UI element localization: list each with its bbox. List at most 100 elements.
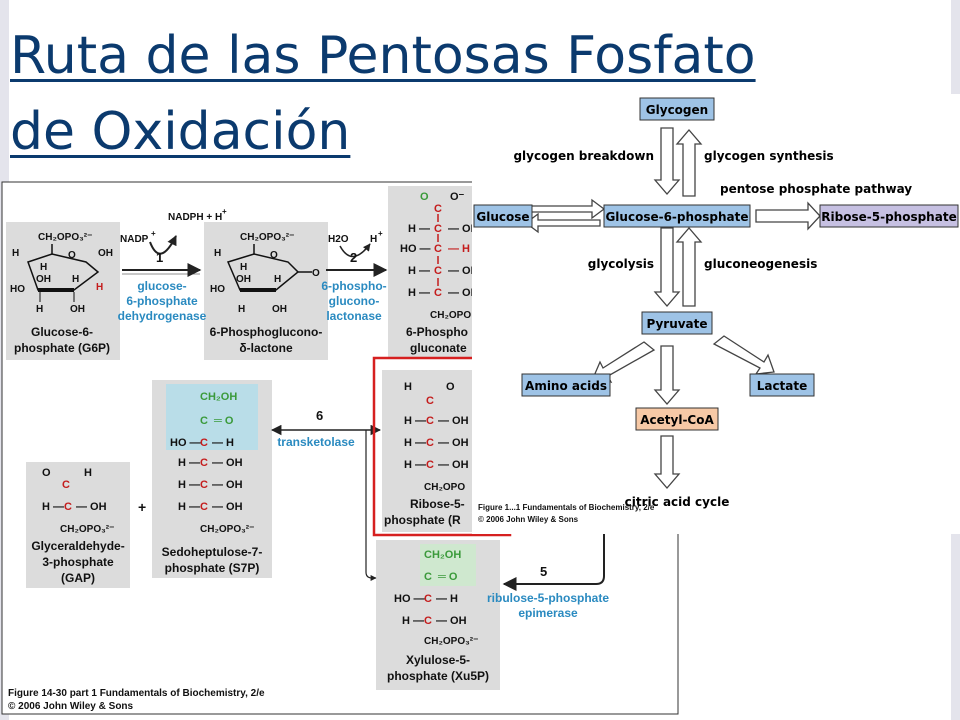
g6p-ring-structure: CH₂OPO₃²⁻ O H H OH OH H HO H H OH [10, 232, 113, 315]
step2-enzyme-2: glucono- [329, 294, 380, 308]
label-pentose-phosphate-pathway: pentose phosphate pathway [720, 182, 912, 196]
svg-text:O: O [270, 250, 278, 261]
svg-text:C: C [426, 437, 434, 449]
pgl-ring-structure: CH₂OPO₃²⁻ O O H H OH H HO H OH [210, 232, 320, 315]
node-acetyl-label: Acetyl-CoA [640, 413, 714, 427]
node-amino-box [521, 373, 611, 397]
svg-text:H: H [36, 304, 43, 315]
svg-text:CH₂OPO: CH₂OPO [430, 310, 471, 321]
step6-enzyme: transketolase [277, 435, 355, 449]
svg-text:O: O [420, 191, 429, 203]
svg-text:═ O: ═ O [213, 415, 234, 427]
svg-text:— OH: — OH [212, 501, 243, 513]
gap-chain-structure: O H C H — C — OH CH₂OPO₃²⁻ [42, 467, 114, 535]
svg-text:OH: OH [98, 248, 113, 259]
r5p-xu5p-connector [365, 430, 377, 581]
s7p-chain-structure: CH₂OH C ═ O HO — C — H H — C — OH H — C … [170, 391, 254, 535]
r5p-name-1: Ribose-5- [410, 497, 465, 511]
svg-text:HO —: HO — [400, 243, 431, 255]
svg-text:HO —: HO — [170, 437, 201, 449]
svg-text:C: C [424, 615, 432, 627]
svg-text:C: C [424, 571, 432, 583]
svg-text:C: C [64, 501, 72, 513]
s7p-name-2: phosphate (S7P) [165, 561, 260, 575]
svg-text:H: H [274, 274, 281, 285]
hollow-arrows [524, 127, 821, 489]
pgl-name-2: δ-lactone [239, 341, 293, 355]
superscript-charge: + [378, 229, 383, 238]
step5-arrow [502, 534, 605, 591]
svg-text:C: C [200, 501, 208, 513]
svg-text:CH₂OPO₃²⁻: CH₂OPO₃²⁻ [200, 524, 254, 535]
gap-name-3: (GAP) [61, 571, 95, 585]
step2-enzyme-3: lactonase [326, 309, 382, 323]
svg-text:— OH: — OH [76, 501, 107, 513]
svg-text:H —: H — [42, 501, 64, 513]
left-caption-1: Figure 14-30 part 1 Fundamentals of Bioc… [8, 688, 265, 699]
step1-cofactor-arrow [149, 235, 177, 255]
gap-name-1: Glyceraldehyde- [31, 539, 124, 553]
svg-text:H —: H — [408, 223, 430, 235]
superscript-charge: + [222, 207, 227, 216]
svg-text:H —: H — [404, 459, 426, 471]
xu5p-chain-structure: CH₂OH C ═ O HO — C — H H — C — OH CH₂OPO… [394, 549, 478, 647]
step2-enzyme-1: 6-phospho- [321, 279, 386, 293]
svg-text:O: O [42, 467, 51, 479]
superscript-charge: + [151, 229, 156, 238]
step5-number: 5 [540, 564, 547, 579]
step5-enzyme-2: epimerase [518, 606, 578, 620]
g6p-name-2: phosphate (G6P) [14, 341, 110, 355]
label-glycolysis: glycolysis [588, 257, 654, 271]
svg-text:H: H [404, 381, 412, 393]
svg-text:O: O [446, 381, 455, 393]
pgl-name-1: 6-Phosphoglucono- [210, 325, 323, 339]
node-glucose-box [473, 204, 533, 228]
node-lactate-box [749, 373, 815, 397]
svg-text:C: C [434, 243, 442, 255]
gap-structure-bg [26, 462, 130, 588]
step2-water-arrow [339, 243, 371, 258]
svg-text:H: H [12, 248, 19, 259]
label-glycogen-synthesis: glycogen synthesis [704, 149, 834, 163]
svg-text:C: C [200, 457, 208, 469]
step1-cofactor-out: NADPH + H [168, 212, 222, 223]
step5-enzyme-1: ribulose-5-phosphate [487, 591, 609, 605]
svg-text:OH: OH [36, 274, 51, 285]
svg-text:═ O: ═ O [437, 571, 458, 583]
svg-text:C: C [434, 287, 442, 299]
svg-text:C: C [424, 593, 432, 605]
svg-text:— H: — H [212, 437, 234, 449]
s7p-highlight-bg [166, 384, 258, 450]
svg-text:H —: H — [402, 615, 424, 627]
step1-number: 1 [156, 250, 163, 265]
title-line-2: de Oxidación [10, 102, 351, 162]
node-r5p-box [819, 204, 959, 228]
svg-text:CH₂OPO₃²⁻: CH₂OPO₃²⁻ [424, 636, 478, 647]
svg-text:— H: — H [436, 593, 458, 605]
svg-text:HO —: HO — [394, 593, 425, 605]
xu5p-name-1: Xylulose-5- [406, 653, 470, 667]
svg-text:C: C [200, 415, 208, 427]
svg-text:HO: HO [10, 284, 25, 295]
right-metabolism-panel: Glycogen Glucose Glucose-6-phosphate Rib… [472, 94, 960, 534]
node-glycogen-label: Glycogen [646, 103, 708, 117]
svg-text:C: C [434, 223, 442, 235]
svg-text:H: H [238, 304, 245, 315]
svg-text:OH: OH [272, 304, 287, 315]
step1-enzyme-2: 6-phosphate [126, 294, 198, 308]
pg-chain-structure: O O⁻ C C C C C H — — OH HO — — H H — — O… [400, 191, 479, 321]
right-caption-2: © 2006 John Wiley & Sons [478, 515, 579, 524]
svg-text:C: C [426, 459, 434, 471]
xu5p-name-2: phosphate (Xu5P) [387, 669, 489, 683]
node-acetyl-box [635, 407, 719, 431]
title-line-1: Ruta de las Pentosas Fosfato [10, 26, 756, 86]
svg-text:OH: OH [70, 304, 85, 315]
svg-text:— OH: — OH [212, 457, 243, 469]
svg-text:H: H [96, 282, 103, 293]
svg-text:H: H [84, 467, 92, 479]
gap-name-2: 3-phosphate [42, 555, 114, 569]
svg-text:— OH: — OH [448, 265, 479, 277]
svg-text:— OH: — OH [438, 437, 469, 449]
svg-text:H —: H — [178, 457, 200, 469]
svg-text:H —: H — [408, 287, 430, 299]
